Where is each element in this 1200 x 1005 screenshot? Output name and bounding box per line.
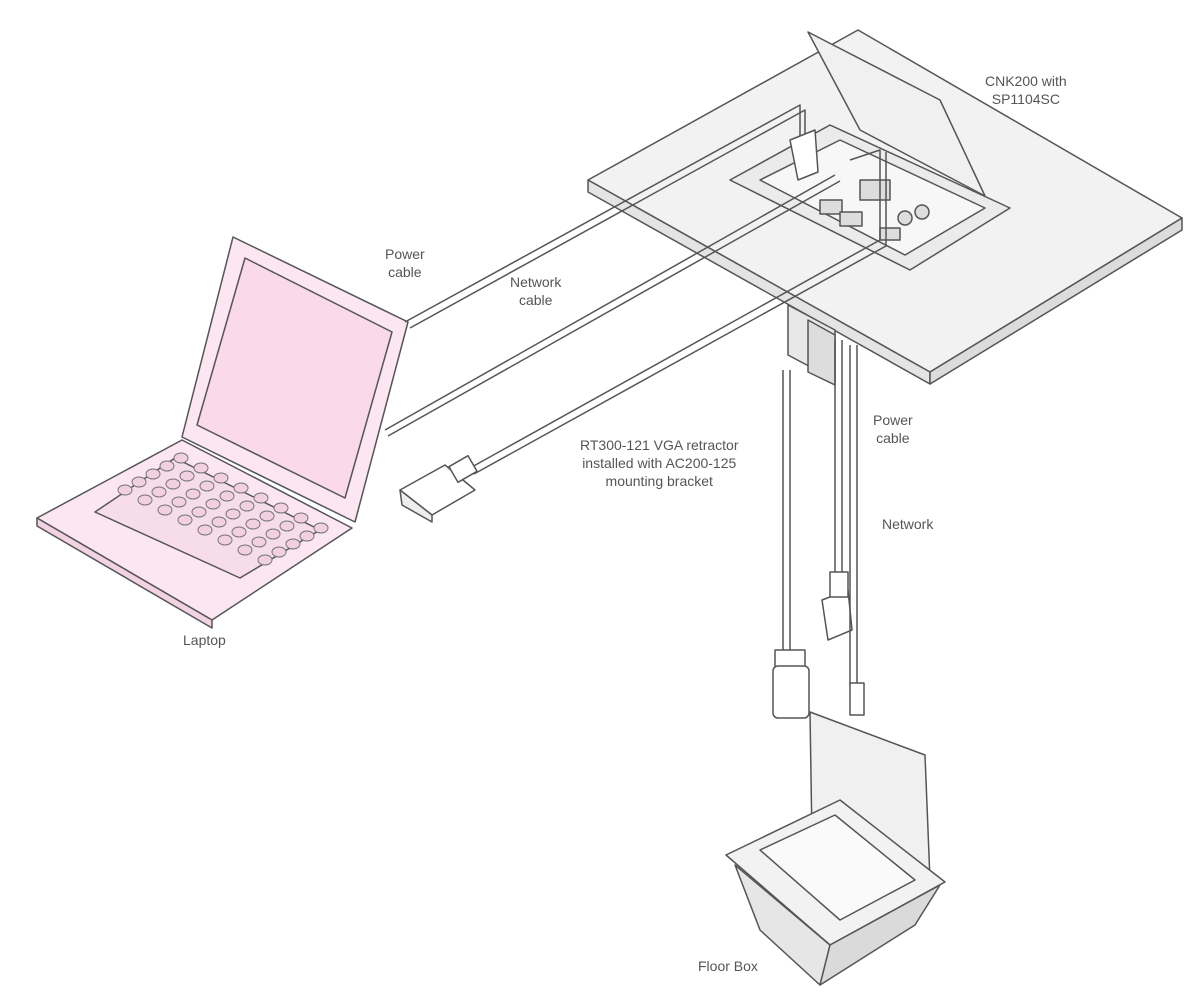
laptop-key (237, 544, 253, 556)
label-power-cable-vertical: Power cable (873, 411, 913, 447)
laptop-key (165, 478, 181, 490)
label-line: cable (388, 264, 422, 280)
cnk200-lid (807, 31, 986, 197)
laptop-key (151, 486, 167, 498)
laptop-key (117, 484, 133, 496)
floor-box (725, 711, 946, 986)
laptop-key (219, 490, 235, 502)
laptop-key (273, 502, 289, 514)
laptop-key (177, 514, 193, 526)
power-cable-vertical (849, 345, 858, 685)
vga-connector (399, 454, 478, 523)
label-line: mounting bracket (605, 473, 713, 489)
laptop-key (233, 482, 249, 494)
laptop-key (213, 472, 229, 484)
laptop-key (145, 468, 161, 480)
vga-cable-top (469, 149, 881, 469)
label-line: RT300-121 VGA retractor (580, 437, 739, 453)
laptop-key (137, 494, 153, 506)
laptop-key (279, 520, 295, 532)
label-line: CNK200 with (985, 73, 1067, 89)
laptop-key (171, 496, 187, 508)
laptop-key (185, 488, 201, 500)
laptop-key (265, 528, 281, 540)
label-line: cable (876, 430, 910, 446)
label-floor-box: Floor Box (698, 958, 758, 974)
laptop-key (199, 480, 215, 492)
vga-cable-vertical (782, 370, 791, 655)
label-retractor: RT300-121 VGA retractor installed with A… (580, 436, 738, 490)
laptop-key (245, 518, 261, 530)
laptop-keys (117, 452, 329, 566)
label-power-cable-top: Power cable (385, 245, 425, 281)
label-line: cable (518, 292, 553, 308)
laptop (36, 236, 409, 629)
laptop-key (253, 492, 269, 504)
laptop-key (157, 504, 173, 516)
label-line: Power (873, 412, 913, 428)
network-cable-vertical (834, 340, 843, 575)
laptop-key (197, 524, 213, 536)
power-plug-top (789, 129, 819, 181)
laptop-key (293, 512, 309, 524)
label-line: Power (385, 246, 425, 262)
laptop-key (131, 476, 147, 488)
laptop-key (257, 554, 273, 566)
laptop-key (231, 526, 247, 538)
label-line: SP1104SC (991, 91, 1060, 107)
laptop-key (179, 470, 195, 482)
label-laptop: Laptop (183, 632, 226, 648)
vga-connector-vertical (772, 665, 810, 719)
laptop-key (159, 460, 175, 472)
laptop-key (285, 538, 301, 550)
laptop-key (211, 516, 227, 528)
laptop-screen (196, 257, 393, 499)
laptop-key (191, 506, 207, 518)
laptop-key (193, 462, 209, 474)
label-network-cable-top: Network cable (510, 273, 561, 309)
laptop-key (217, 534, 233, 546)
label-network-vertical: Network (882, 516, 934, 532)
power-plug-vertical (849, 682, 865, 716)
laptop-key (205, 498, 221, 510)
laptop-key (251, 536, 267, 548)
label-desk-unit: CNK200 with SP1104SC (985, 72, 1067, 108)
laptop-key (299, 530, 315, 542)
rt300-retractor-bracket (787, 304, 836, 386)
laptop-key (239, 500, 255, 512)
laptop-key (271, 546, 287, 558)
laptop-key (313, 522, 329, 534)
label-line: installed with AC200-125 (582, 455, 737, 471)
network-cable-top (384, 174, 836, 431)
cables-vertical (772, 340, 865, 719)
label-line: Network (510, 274, 562, 290)
laptop-key (225, 508, 241, 520)
cables-top (384, 104, 887, 475)
laptop-key (173, 452, 189, 464)
laptop-key (259, 510, 275, 522)
